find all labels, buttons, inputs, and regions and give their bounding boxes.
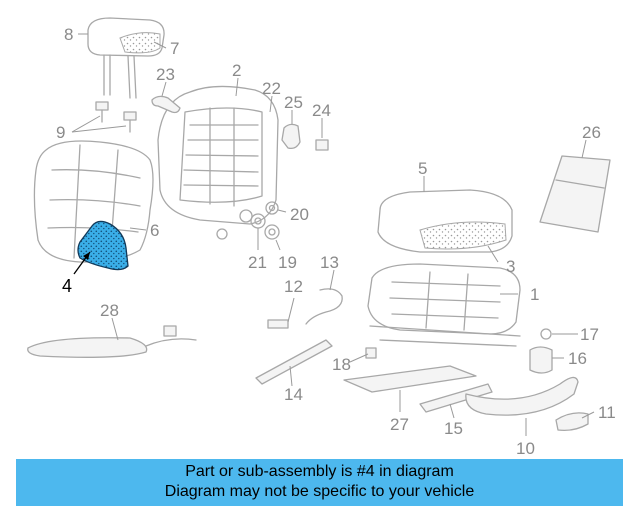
callout-4-arrow xyxy=(73,251,91,275)
seat-cushion xyxy=(377,189,513,253)
callout-18: 18 xyxy=(332,355,351,374)
callout-1: 1 xyxy=(530,285,539,304)
callout-27: 27 xyxy=(390,415,409,434)
callout-23: 23 xyxy=(156,65,175,84)
lever-23 xyxy=(151,95,181,114)
part-17 xyxy=(540,328,552,340)
callout-16: 16 xyxy=(568,349,587,368)
callout-20: 20 xyxy=(290,205,309,224)
callout-19: 19 xyxy=(278,253,297,272)
part-16 xyxy=(529,346,553,374)
callout-12: 12 xyxy=(284,277,303,296)
callout-4: 4 xyxy=(62,276,72,296)
part-18 xyxy=(365,347,377,359)
banner-line-2: Diagram may not be specific to your vehi… xyxy=(164,483,475,500)
callout-9: 9 xyxy=(56,123,65,142)
part-4-highlighted xyxy=(77,220,129,271)
trim-14 xyxy=(255,339,333,385)
callout-7: 7 xyxy=(170,39,179,58)
part-12 xyxy=(267,319,289,329)
callout-11: 11 xyxy=(598,403,616,422)
cover-27 xyxy=(343,365,477,393)
callout-15: 15 xyxy=(444,419,463,438)
part-25 xyxy=(281,123,301,150)
harness-28 xyxy=(27,325,197,358)
callout-labels: 8 7 23 2 22 25 24 9 26 5 20 6 21 19 13 3… xyxy=(56,25,616,456)
callout-10: 10 xyxy=(516,439,535,456)
callout-25: 25 xyxy=(284,93,303,112)
callout-14: 14 xyxy=(284,385,303,404)
callout-17: 17 xyxy=(580,325,599,344)
handle-11 xyxy=(555,412,589,432)
callout-26: 26 xyxy=(582,123,601,142)
headrest-guides xyxy=(95,101,137,133)
part-24 xyxy=(315,139,329,151)
banner-line-1: Part or sub-assembly is #4 in diagram xyxy=(185,463,454,480)
callout-24: 24 xyxy=(312,101,331,120)
seat-back-frame xyxy=(157,85,279,240)
callout-5: 5 xyxy=(418,159,427,178)
callout-13: 13 xyxy=(320,253,339,272)
parts-diagram: 8 7 23 2 22 25 24 9 26 5 20 6 21 19 13 3… xyxy=(27,17,616,456)
panel-26 xyxy=(539,155,611,233)
callout-2: 2 xyxy=(232,61,241,80)
washers xyxy=(250,201,280,240)
info-banner: Part or sub-assembly is #4 in diagram Di… xyxy=(16,459,623,506)
callout-8: 8 xyxy=(64,25,73,44)
callout-28: 28 xyxy=(100,301,119,320)
seat-frame xyxy=(367,263,521,347)
trim-15 xyxy=(419,383,493,413)
headrest xyxy=(87,17,165,99)
cable-13 xyxy=(305,288,343,325)
callout-3: 3 xyxy=(506,257,515,276)
callout-21: 21 xyxy=(248,253,267,272)
callout-22: 22 xyxy=(262,79,281,98)
callout-6: 6 xyxy=(150,221,159,240)
trim-10 xyxy=(465,376,579,416)
leader-lines xyxy=(71,33,595,436)
